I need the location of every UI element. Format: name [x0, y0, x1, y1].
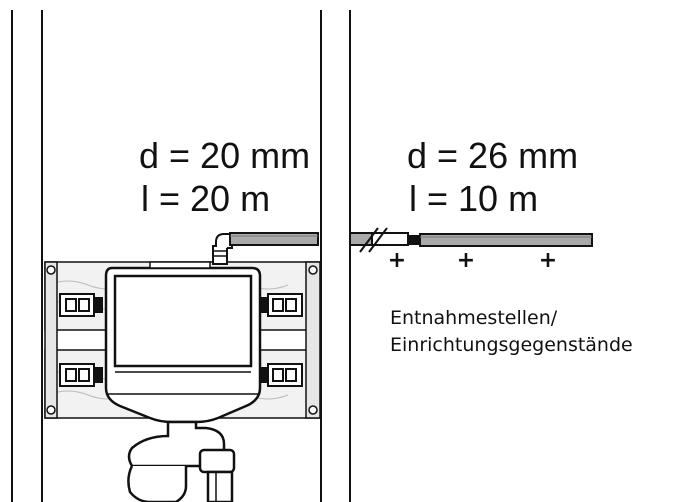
pipe-break-icon — [368, 227, 388, 253]
outlet-caption-line1: Entnahmestellen/ — [390, 307, 558, 329]
screw-icon — [46, 405, 56, 415]
diameter-label-right: d = 26 mm — [407, 135, 578, 176]
clamp-bracket-icon — [259, 363, 303, 387]
water-meter-housing — [104, 261, 262, 424]
outlet-caption-line2: Einrichtungsgegenstände — [390, 334, 633, 356]
clamp-bracket-icon — [259, 293, 303, 317]
screw-icon — [308, 265, 318, 275]
pipe-segment-20mm — [229, 227, 409, 253]
clamp-bracket-icon — [59, 293, 103, 317]
outlet-marker: + — [457, 248, 475, 273]
length-label-left: l = 20 m — [141, 178, 270, 219]
shaft-walls — [11, 10, 351, 502]
frame-rail-left — [44, 261, 58, 419]
meter-display-window — [113, 274, 253, 368]
frame-rail-right — [305, 261, 321, 419]
pipe-segment-26mm — [408, 233, 593, 247]
outlet-marker: + — [539, 248, 557, 273]
screw-icon — [308, 405, 318, 415]
outlet-marker: + — [388, 248, 406, 273]
diameter-label-left: d = 20 mm — [139, 135, 310, 176]
pipe-break-icon — [359, 227, 379, 253]
drain-trap — [127, 420, 236, 502]
clamp-bracket-icon — [59, 363, 103, 387]
screw-icon — [46, 265, 56, 275]
length-label-right: l = 10 m — [409, 178, 538, 219]
